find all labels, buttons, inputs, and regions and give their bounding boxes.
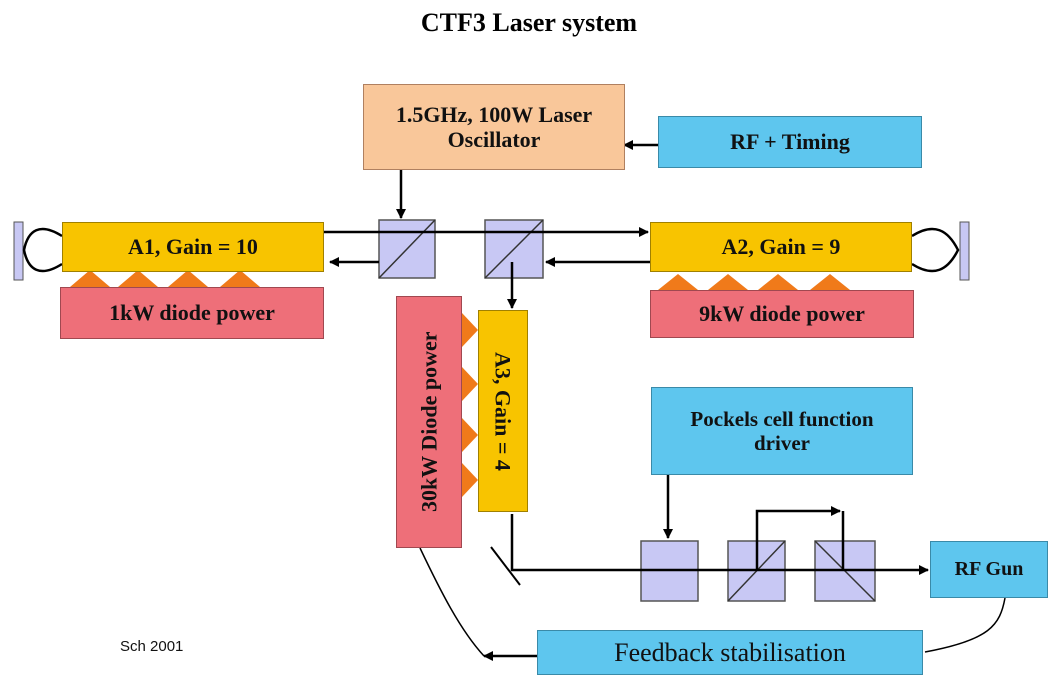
fold-mirror [490,546,521,586]
laser-oscillator-box: 1.5GHz, 100W Laser Oscillator [363,84,625,170]
rf-timing-box: RF + Timing [658,116,922,168]
amplifier-a3-box: A3, Gain = 4 [478,310,528,512]
right-end-mirror [959,221,970,281]
amplifier-a2-box: A2, Gain = 9 [650,222,912,272]
diode-power-9kw-box: 9kW diode power [650,290,914,338]
diode-power-1kw-box: 1kW diode power [60,287,324,339]
beam-splitter-2 [484,219,544,279]
author-credit: Sch 2001 [120,638,184,655]
feedback-lines [419,547,1006,657]
a2-diode-triangles [658,274,850,290]
rf-gun-box: RF Gun [930,541,1048,598]
beam-paths [322,140,929,661]
left-loop [22,227,63,273]
diode-power-30kw-box: 30kW Diode power [396,296,462,548]
diagram-title: CTF3 Laser system [420,8,638,37]
beam-splitter-1 [378,219,436,279]
a3-diode-triangles [462,313,478,497]
feedback-stabilisation-box: Feedback stabilisation [537,630,923,675]
pockels-driver-box: Pockels cell function driver [651,387,913,475]
right-loop [911,227,960,273]
amplifier-a1-box: A1, Gain = 10 [62,222,324,272]
left-end-mirror [13,221,24,281]
a1-diode-triangles [70,270,260,287]
